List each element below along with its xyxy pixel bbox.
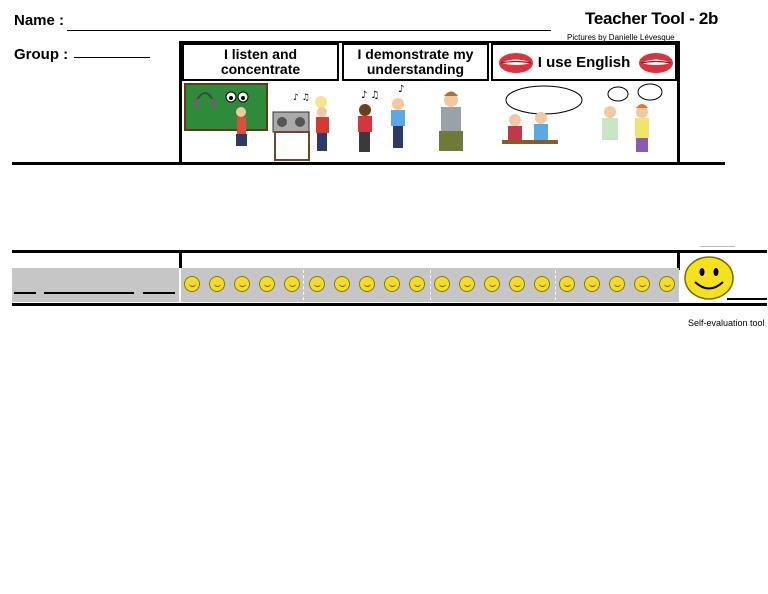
rating-coin-icon[interactable]: [609, 276, 625, 292]
answer-blank-2[interactable]: [44, 292, 134, 294]
svg-text:♪ ♫: ♪ ♫: [293, 93, 310, 103]
rating-coin-icon[interactable]: [209, 276, 225, 292]
understand-illustration: ♪ ♫ ♪: [343, 82, 489, 161]
lips-right-icon: [639, 53, 673, 73]
rating-coin-icon[interactable]: [284, 276, 300, 292]
svg-text:♪ ♫: ♪ ♫: [361, 90, 380, 101]
table-bottom-rule: [12, 162, 725, 165]
rating-coin-icon[interactable]: [259, 276, 275, 292]
rating-coin-icon[interactable]: [184, 276, 200, 292]
rating-coin-icon[interactable]: [409, 276, 425, 292]
rating-coin-icon[interactable]: [434, 276, 450, 292]
criterion-listen-label: I listen and concentrate: [220, 46, 301, 77]
rating-coin-icon[interactable]: [334, 276, 350, 292]
rating-overline: [700, 246, 735, 247]
name-field[interactable]: [67, 30, 551, 31]
rating-bottom-rule: [12, 303, 767, 306]
name-label: Name :: [14, 12, 65, 29]
rating-coin-icon[interactable]: [384, 276, 400, 292]
rating-separator: [430, 270, 431, 300]
rating-coin-icon[interactable]: [359, 276, 375, 292]
rating-coin-icon[interactable]: [559, 276, 575, 292]
rating-top-rule: [12, 250, 767, 253]
table-left-border: [179, 41, 182, 164]
criterion-understand-label: I demonstrate my understanding: [357, 46, 474, 77]
rating-coin-icon[interactable]: [484, 276, 500, 292]
criterion-listen-header: I listen and concentrate: [182, 43, 339, 81]
table-top-border: [180, 41, 680, 43]
rating-coin-icon[interactable]: [534, 276, 550, 292]
rating-coin-icon[interactable]: [459, 276, 475, 292]
rating-coin-icon[interactable]: [234, 276, 250, 292]
rating-separator: [303, 270, 304, 300]
criterion-english-header: I use English: [491, 43, 677, 81]
rating-coin-icon[interactable]: [634, 276, 650, 292]
rating-coin-icon[interactable]: [584, 276, 600, 292]
answer-blank-3[interactable]: [143, 292, 175, 294]
rating-strip-divider: [179, 268, 181, 302]
score-blank[interactable]: [727, 298, 767, 300]
rating-coin-icon[interactable]: [659, 276, 675, 292]
credit-text: Pictures by Danielle Lévesque: [567, 33, 675, 42]
criterion-understand-header: I demonstrate my understanding: [342, 43, 489, 81]
criterion-english-label: I use English: [537, 53, 631, 71]
svg-text:♪: ♪: [398, 84, 404, 95]
listen-illustration: ♪ ♫: [183, 82, 340, 161]
table-right-border: [677, 41, 680, 164]
answer-blank-1[interactable]: [14, 292, 36, 294]
english-illustration: [492, 82, 677, 161]
group-field[interactable]: [74, 57, 150, 58]
rating-coin-icon[interactable]: [309, 276, 325, 292]
rating-coin-icon[interactable]: [509, 276, 525, 292]
rating-left-tick: [179, 250, 182, 270]
smiley-face-icon: [684, 256, 734, 300]
rating-separator: [555, 270, 556, 300]
rating-right-tick: [677, 250, 680, 270]
footer-caption: Self-evaluation tool: [688, 318, 765, 328]
page-title: Teacher Tool - 2b: [585, 9, 719, 28]
group-label: Group :: [14, 46, 69, 63]
lips-left-icon: [499, 53, 533, 73]
